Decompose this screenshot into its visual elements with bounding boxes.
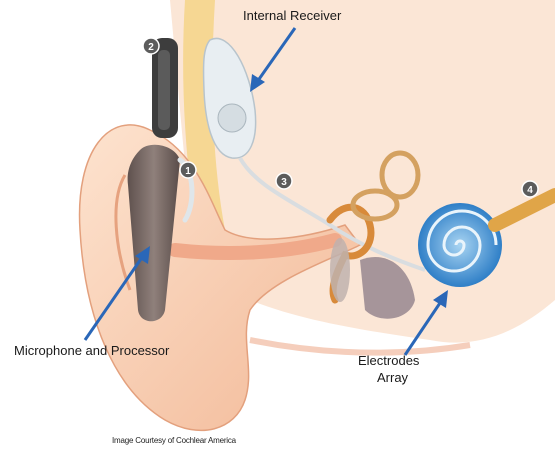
electrodes-label-line1: Electrodes (358, 353, 419, 368)
marker-3: 3 (276, 173, 292, 189)
svg-text:4: 4 (527, 185, 533, 196)
tympanic-membrane (330, 238, 350, 302)
svg-text:1: 1 (185, 166, 191, 177)
electrodes-label-line2: Array (377, 370, 408, 385)
svg-text:3: 3 (281, 177, 287, 188)
microphone-processor-label: Microphone and Processor (14, 343, 169, 358)
svg-text:2: 2 (148, 42, 154, 53)
cochlea (418, 203, 502, 287)
image-credit: Image Courtesy of Cochlear America (112, 436, 236, 445)
internal-receiver-label: Internal Receiver (243, 8, 341, 23)
marker-1: 1 (180, 162, 196, 178)
marker-4: 4 (522, 181, 538, 197)
marker-2: 2 (143, 38, 159, 54)
